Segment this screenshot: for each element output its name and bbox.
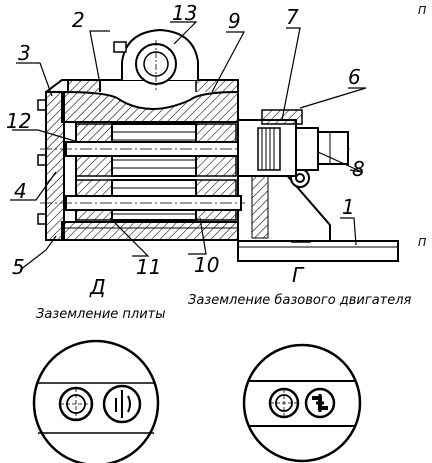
section-view [37,28,399,262]
housing-top [61,79,239,123]
ground-terminal-icon [304,387,336,419]
callout-1: 1 [342,195,355,219]
callout-10: 10 [194,253,219,277]
callout-2: 2 [72,8,85,32]
view-letter-d: Д [89,275,106,299]
leader-lines [10,21,367,271]
top-port [113,28,199,90]
callout-12: 12 [6,109,31,133]
edge-fragment-right: П [418,236,426,249]
housing-bottom [61,221,239,241]
detail-view-g [242,343,362,463]
view-caption-g: Заземление базового двигателя [188,293,412,308]
callout-6: 6 [348,65,361,89]
callout-9: 9 [228,9,241,33]
callout-3: 3 [18,41,31,65]
edge-fragment-top: П [418,4,426,17]
callout-5: 5 [12,255,25,279]
callout-numbers: 2 3 12 4 5 13 9 7 6 8 1 11 10 [6,1,365,279]
detail-view-d [32,339,160,463]
callout-13: 13 [172,1,197,25]
callout-8: 8 [352,157,365,181]
seal-housing [237,109,349,177]
callout-11: 11 [136,255,161,279]
callout-4: 4 [14,179,27,203]
bolt-head-icon-2 [268,387,300,419]
view-letter-g: Г [292,263,305,287]
ground-symbol-icon [102,384,142,424]
bolt-head-icon [58,386,94,422]
view-caption-d: Заземление плиты [36,307,166,322]
callout-7: 7 [286,5,299,29]
